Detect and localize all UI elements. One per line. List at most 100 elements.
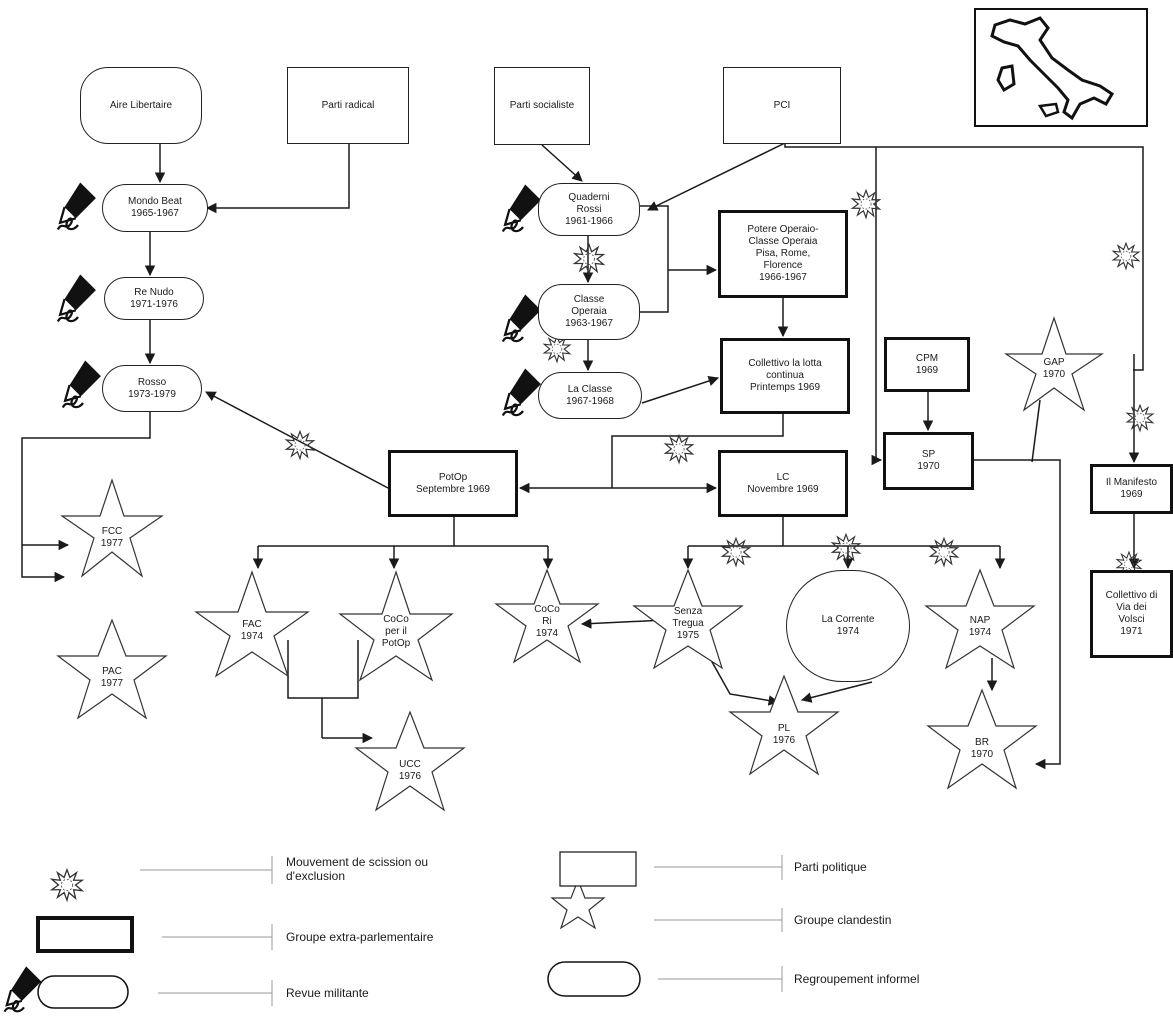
- star-gap: [1004, 316, 1104, 412]
- node-label: Re Nudo: [134, 286, 174, 298]
- italy-map-icon: [974, 8, 1148, 127]
- connector-lines: [21, 142, 1144, 770]
- node-label: Senza: [673, 606, 703, 617]
- node-date: Septembre 1969: [416, 483, 490, 495]
- star-pl: [728, 674, 840, 776]
- legend-parti-label: Parti politique: [794, 860, 867, 874]
- node-label: Rosso: [137, 376, 167, 388]
- legend-revue-label: Revue militante: [286, 986, 369, 1000]
- node-date: 1976: [398, 771, 422, 782]
- node-label: Parti radical: [321, 99, 375, 111]
- node-label: La Classe: [567, 383, 613, 395]
- node-label: LC: [776, 471, 790, 483]
- node-pci: PCI: [723, 67, 841, 144]
- node-label: CPM: [915, 352, 939, 364]
- node-date: 1974: [535, 628, 559, 639]
- node-label: per il: [385, 626, 407, 637]
- node-label: Operaia: [571, 306, 607, 317]
- node-label: Aire Libertaire: [109, 99, 173, 111]
- node-label: Florence: [763, 260, 803, 271]
- node-date: 1970: [970, 749, 994, 760]
- pen-icon: [501, 183, 543, 233]
- node-label: PotOp: [381, 638, 411, 649]
- node-collettivo-lotta: Collettivo la lotta continua Printemps 1…: [720, 338, 850, 414]
- node-label: Parti socialiste: [509, 100, 575, 111]
- node-label: Mondo Beat: [128, 196, 182, 207]
- node-date: 1965-1967: [131, 208, 179, 219]
- node-label: Rossi: [576, 203, 602, 215]
- node-label: Classe: [573, 294, 605, 305]
- star-coco-potop: [338, 570, 454, 682]
- legend-extra-label: Groupe extra-parlementaire: [286, 930, 434, 944]
- star-fcc: [60, 478, 164, 578]
- scission-burst-icon: [543, 335, 571, 363]
- node-date: 1974: [968, 627, 992, 638]
- node-date: 1974: [240, 631, 264, 642]
- node-label: Pisa, Rome,: [755, 248, 811, 259]
- node-label: FCC: [101, 526, 123, 537]
- star-senza: [632, 568, 744, 670]
- node-date: 1969: [915, 364, 939, 376]
- node-date: 1969: [1120, 489, 1143, 500]
- scission-burst-icon: [1112, 242, 1140, 270]
- node-label: continua: [766, 370, 804, 381]
- legend-parti-swatch: [559, 851, 637, 887]
- node-aire-libertaire: Aire Libertaire: [80, 67, 202, 144]
- node-date: 1970: [917, 461, 940, 472]
- legend-extra-swatch: [36, 916, 134, 953]
- star-pac: [56, 618, 168, 720]
- node-label: FAC: [242, 619, 262, 630]
- node-date: 1961-1966: [565, 215, 613, 227]
- pen-icon: [501, 293, 543, 343]
- node-date: 1970: [1042, 369, 1066, 380]
- pen-icon: [56, 273, 98, 323]
- legend-revue-swatch: [37, 975, 129, 1009]
- scission-burst-icon: [1126, 404, 1154, 432]
- pen-icon: [61, 359, 103, 409]
- node-label: NAP: [969, 615, 991, 626]
- node-label: Via dei: [1116, 602, 1147, 613]
- star-fac: [194, 570, 310, 678]
- scission-burst-icon: [51, 869, 83, 901]
- scission-burst-icon: [664, 434, 694, 464]
- scission-burst-icon: [721, 537, 751, 567]
- node-label: Classe Operaia: [748, 236, 818, 247]
- pen-icon: [501, 367, 543, 417]
- scission-burst-icon: [831, 533, 861, 563]
- node-label: PL: [777, 723, 791, 734]
- star-ucc: [354, 710, 466, 812]
- legend-scission-label: Mouvement de scission ou d'exclusion: [286, 855, 428, 883]
- node-potere-operaio: Potere Operaio- Classe Operaia Pisa, Rom…: [718, 210, 848, 298]
- node-parti-socialiste: Parti socialiste: [494, 67, 590, 145]
- node-label: CoCo: [383, 614, 409, 625]
- node-date: 1967-1968: [566, 395, 614, 407]
- node-date: 1975: [676, 630, 700, 641]
- node-label: Collettivo di: [1105, 590, 1158, 601]
- pen-icon: [56, 181, 98, 231]
- node-label: CoCo: [534, 604, 560, 615]
- node-date: 1966-1967: [759, 272, 807, 283]
- node-date: Novembre 1969: [747, 483, 819, 495]
- pen-markers: [3, 181, 543, 1013]
- legend-clandestin-label: Groupe clandestin: [794, 913, 892, 927]
- node-date: 1963-1967: [565, 318, 613, 329]
- node-label: GAP: [1043, 357, 1065, 368]
- node-date: 1977: [100, 678, 124, 689]
- node-collettivo-volsci: Collettivo di Via dei Volsci 1971: [1090, 570, 1173, 658]
- node-date: 1971: [1120, 626, 1143, 637]
